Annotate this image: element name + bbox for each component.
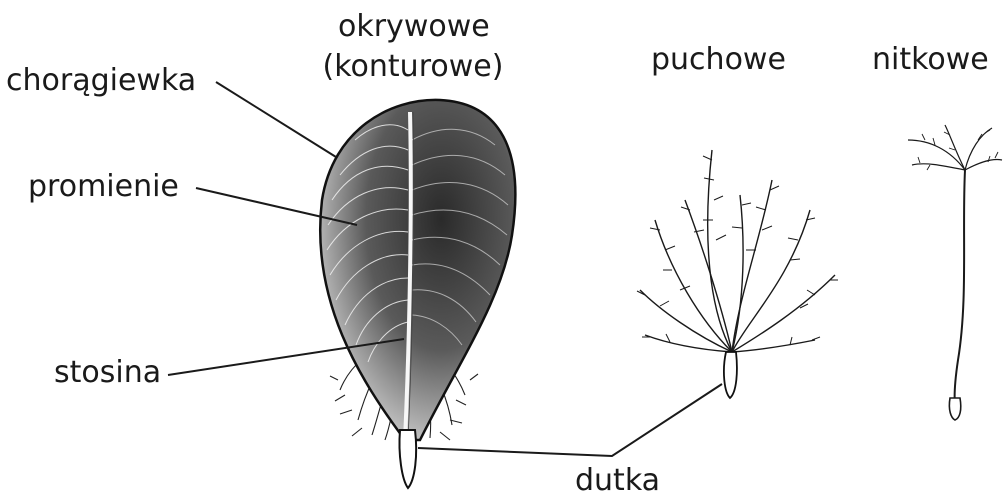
label-rachis: stosina [54, 358, 161, 388]
label-barbs: promienie [28, 172, 179, 202]
leader-line-calamus [418, 384, 722, 456]
filoplume-title: nitkowe [872, 45, 989, 75]
contour-feather-calamus [399, 430, 416, 488]
contour-feather-title-line1: okrywowe [338, 12, 488, 42]
label-calamus: dutka [575, 466, 660, 496]
down-feather-title: puchowe [651, 45, 786, 75]
down-feather-calamus [724, 352, 737, 398]
contour-feather-vane [320, 100, 515, 440]
filoplume-shaft [955, 170, 965, 405]
leader-line-vane [216, 82, 336, 157]
filoplume-feather [908, 125, 1002, 420]
label-vane: chorągiewka [6, 66, 196, 96]
filoplume-calamus [949, 398, 960, 420]
contour-feather [320, 100, 515, 488]
contour-feather-title-line2: (konturowe) [318, 52, 508, 82]
filoplume-tuft [908, 125, 1002, 170]
down-feather [637, 150, 838, 398]
